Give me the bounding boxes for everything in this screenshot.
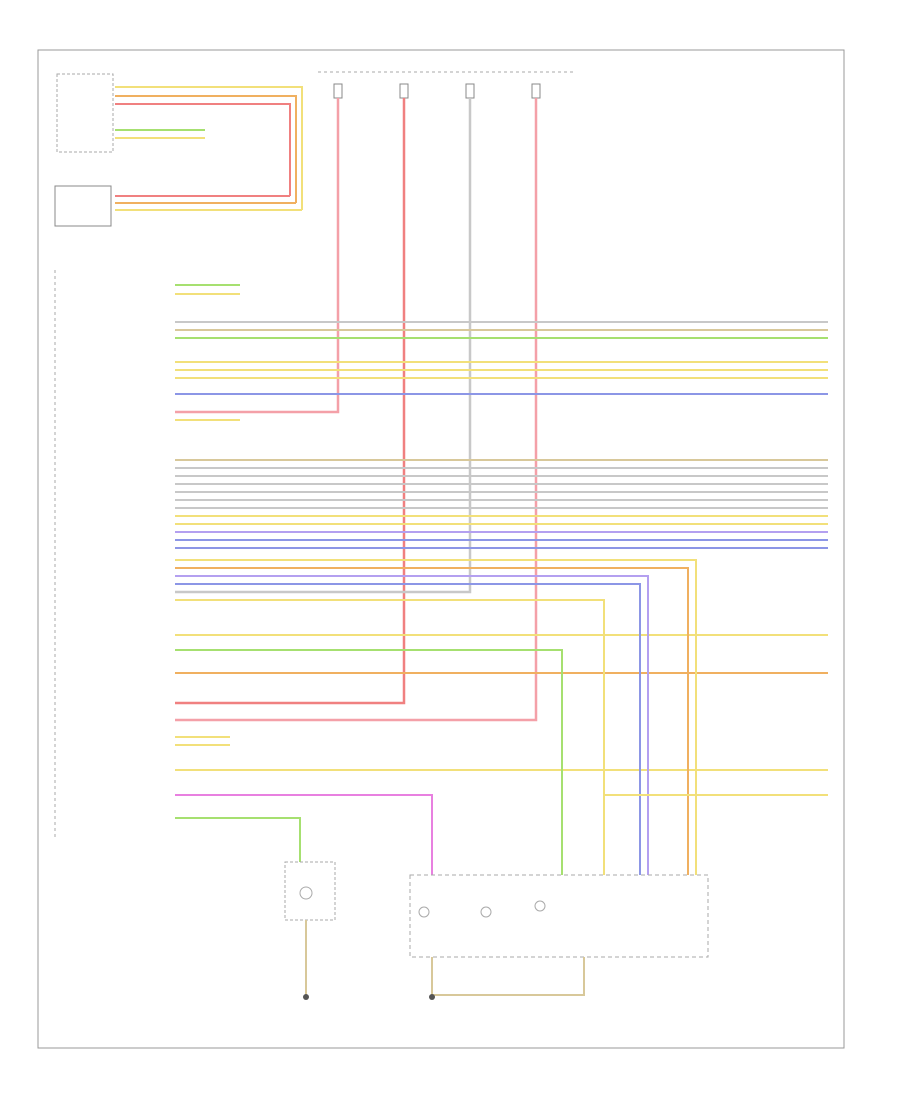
- fuse-feed-wires: [175, 98, 538, 722]
- diagram-frame: [37, 49, 845, 1049]
- lamp-module: [175, 817, 336, 1000]
- ground-point-right: [429, 994, 435, 1000]
- top-left-wires: [115, 86, 303, 211]
- drop-wires: [175, 419, 828, 875]
- ground-point-left: [303, 994, 309, 1000]
- fuse-4: [531, 83, 541, 99]
- green-stub-wires: [175, 284, 240, 295]
- indicator-icon-3: [534, 900, 546, 912]
- fuse-2: [399, 83, 409, 99]
- lamp-icon: [299, 886, 313, 900]
- right-unit: [409, 874, 709, 1000]
- indicator-icon-2: [480, 906, 492, 918]
- horizontal-buses: [175, 321, 828, 771]
- top-fuse-block: [318, 71, 575, 99]
- top-left-module: [56, 73, 114, 153]
- fuse-1: [333, 83, 343, 99]
- fuse-3: [465, 83, 475, 99]
- indicator-icon-1: [418, 906, 430, 918]
- sensor-module: [54, 185, 112, 227]
